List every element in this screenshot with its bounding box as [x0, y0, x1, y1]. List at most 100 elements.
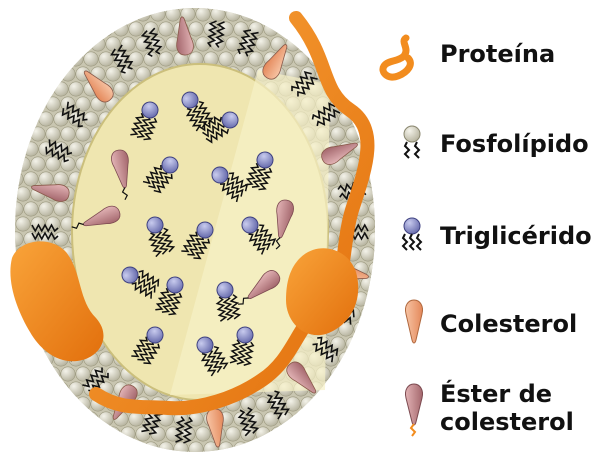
phospholipid-head [180, 8, 196, 22]
phospholipid-head [75, 126, 91, 142]
phospholipid-head [75, 366, 91, 382]
phospholipid-head [120, 36, 136, 52]
phospholipid-head [330, 186, 346, 202]
phospholipid-head [83, 21, 99, 37]
phospholipid-head [240, 8, 256, 22]
phospholipid-molecule [237, 29, 259, 57]
phospholipid-head [323, 411, 339, 427]
phospholipid-head [15, 381, 24, 397]
phospholipid-head [38, 201, 54, 217]
phospholipid-head [173, 441, 189, 452]
phospholipid-head [45, 36, 61, 52]
phospholipid-head [23, 201, 39, 217]
phospholipid-head [345, 66, 361, 82]
phospholipid-head [353, 321, 369, 337]
phospholipid-head [45, 126, 61, 142]
triglyceride-molecule [181, 91, 214, 132]
phospholipid-head [53, 51, 69, 67]
phospholipid-head [90, 36, 106, 52]
phospholipid-head [338, 51, 354, 67]
phospholipid-head [345, 36, 361, 52]
phospholipid-head [368, 51, 375, 67]
legend-label-phospholipid: Fosfolípido [440, 130, 589, 158]
phospholipid-head [30, 66, 46, 82]
phospholipid-head [330, 36, 346, 52]
phospholipid-head [53, 171, 69, 187]
phospholipid-head [323, 381, 339, 397]
phospholipid-molecule [174, 416, 194, 444]
phospholipid-molecule [206, 20, 226, 48]
phospholipid-head [338, 441, 354, 452]
phospholipid-head [368, 201, 375, 217]
phospholipid-head [60, 126, 76, 142]
phospholipid-head [15, 21, 24, 37]
phospholipid-head [15, 126, 31, 142]
phospholipid-head [360, 396, 375, 412]
phospholipid-head [68, 411, 84, 427]
phospholipid-head [23, 351, 39, 367]
legend-label-cholesteryl-ester: Éster de colesterol [436, 380, 574, 436]
phospholipid-head [38, 411, 54, 427]
phospholipid-head [143, 21, 159, 37]
phospholipid-head [45, 396, 61, 412]
phospholipid-head [15, 186, 31, 202]
phospholipid-icon [403, 125, 421, 159]
triglyceride-molecule [198, 111, 239, 144]
core-molecules [71, 91, 294, 377]
phospholipid-head [143, 441, 159, 452]
phospholipid-head [38, 81, 54, 97]
phospholipid-head [345, 396, 361, 412]
phospholipid-head [45, 426, 61, 442]
cholesterol-icon [405, 299, 423, 344]
phospholipid-head [285, 426, 301, 442]
triglyceride-molecule [211, 166, 249, 203]
phospholipid-head [60, 426, 76, 442]
phospholipid-head [128, 411, 144, 427]
phospholipid-head [120, 426, 136, 442]
phospholipid-head [15, 201, 24, 217]
phospholipid-molecule [266, 390, 290, 420]
phospholipid-head [45, 66, 61, 82]
phospholipid-head [15, 336, 31, 352]
phospholipid-head [135, 8, 151, 22]
phospholipid-head [60, 366, 76, 382]
phospholipid-head [45, 96, 61, 112]
triglyceride-molecule [181, 221, 214, 260]
phospholipid-head [38, 111, 54, 127]
phospholipid-head [278, 21, 294, 37]
phospholipid-head [68, 381, 84, 397]
triglyceride-molecule [196, 336, 229, 377]
phospholipid-head [353, 381, 369, 397]
phospholipid-head [360, 306, 375, 322]
phospholipid-head [248, 21, 264, 37]
phospholipid-head [330, 366, 346, 382]
phospholipid-head [30, 96, 46, 112]
phospholipid-head [330, 8, 346, 22]
phospholipid-head [338, 411, 354, 427]
phospholipid-head [15, 156, 31, 172]
phospholipid-head [30, 366, 46, 382]
phospholipid-head [15, 441, 24, 452]
legend-label-cholesterol: Colesterol [440, 310, 578, 338]
phospholipid-head [218, 51, 234, 67]
phospholipid-head [360, 8, 375, 22]
phospholipid-head [233, 51, 249, 67]
lipoprotein-particle [10, 8, 375, 452]
phospholipid-molecule [110, 44, 134, 74]
phospholipid-head [360, 426, 375, 442]
phospholipid-head [83, 411, 99, 427]
phospholipid-head [360, 96, 375, 112]
phospholipid-head [195, 36, 211, 52]
phospholipid-head [353, 81, 369, 97]
phospholipid-head [98, 411, 114, 427]
phospholipid-head [68, 441, 84, 452]
phospholipid-head [360, 36, 375, 52]
phospholipid-head [15, 141, 24, 157]
phospholipid-head [368, 411, 375, 427]
cholesterol-molecule [83, 70, 114, 103]
phospholipid-head [330, 426, 346, 442]
phospholipid-molecule [312, 336, 339, 363]
phospholipid-head [255, 396, 271, 412]
phospholipid-head [195, 8, 211, 22]
